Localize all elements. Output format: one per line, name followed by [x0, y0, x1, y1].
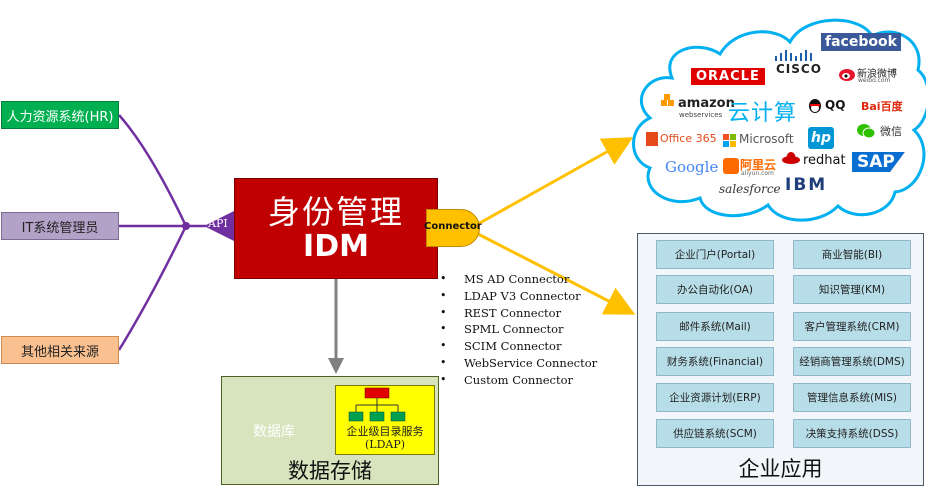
oracle-logo: ORACLE	[691, 68, 765, 85]
apps-title: 企业应用	[738, 457, 823, 481]
connector-item: LDAP V3 Connector	[440, 288, 597, 305]
hr-link-line	[118, 114, 188, 227]
cloud-arrow	[477, 137, 634, 226]
sap-logo: SAP	[852, 152, 905, 172]
microsoft-logo: Microsoft	[739, 132, 794, 146]
cloud-title: 云计算	[728, 101, 798, 126]
connector-item: REST Connector	[440, 305, 597, 322]
app-portal: 企业门户(Portal)	[656, 240, 774, 269]
connector-item: SCIM Connector	[440, 338, 597, 355]
connector-item: MS AD Connector	[440, 271, 597, 288]
app-erp: 企业资源计划(ERP)	[656, 383, 774, 412]
app-crm: 客户管理系统(CRM)	[793, 312, 911, 341]
app-bi: 商业智能(BI)	[793, 240, 911, 269]
app-financial: 财务系统(Financial)	[656, 347, 774, 376]
idm-title: 身份管理	[267, 193, 404, 231]
other-link-line	[117, 225, 188, 351]
app-mis: 管理信息系统(MIS)	[793, 383, 911, 412]
ibm-logo: IBM	[785, 175, 828, 195]
weibo-icon	[838, 66, 856, 82]
aliyun-icon	[723, 158, 739, 174]
connector-item: WebService Connector	[440, 355, 597, 372]
app-oa: 办公自动化(OA)	[656, 275, 774, 304]
app-scm: 供应链系统(SCM)	[656, 419, 774, 448]
qq-penguin-icon	[806, 96, 824, 114]
baidu-logo: Bai百度	[861, 100, 903, 113]
microsoft-icon	[723, 133, 737, 147]
database-label: 数据库	[253, 424, 295, 440]
idm-core-box: 身份管理 IDM	[234, 178, 438, 279]
aliyun-logo: 阿里云	[740, 158, 777, 172]
amazon-logo: amazon	[678, 96, 735, 111]
ldap-label-line2: (LDAP)	[364, 438, 406, 451]
wechat-logo: 微信	[880, 125, 902, 138]
api-label: API	[208, 217, 228, 230]
weibo-logo: 新浪微博	[857, 69, 897, 80]
office365-logo: Office 365	[660, 132, 717, 145]
connector-tab	[426, 209, 480, 247]
facebook-logo: facebook	[821, 33, 901, 51]
salesforce-logo: salesforce	[719, 182, 781, 196]
storage-title: 数据存储	[288, 459, 372, 483]
amazon-cubes-icon	[660, 94, 676, 110]
app-km: 知识管理(KM)	[793, 275, 911, 304]
redhat-icon	[781, 150, 801, 166]
connector-label: Connector	[424, 221, 482, 232]
google-logo: Google	[665, 158, 719, 176]
office-icon	[646, 132, 658, 146]
app-mail: 邮件系统(Mail)	[656, 312, 774, 341]
hp-logo: hp	[808, 127, 834, 149]
source-hr: 人力资源系统(HR)	[1, 101, 119, 129]
storage-arrow-head	[328, 358, 344, 374]
source-it-admin: IT系统管理员	[1, 212, 119, 240]
amazon-sub: webservices	[679, 111, 723, 119]
qq-logo: QQ	[825, 98, 846, 112]
connector-item: Custom Connector	[440, 372, 597, 389]
weibo-sub: weibo.com	[858, 77, 891, 84]
cisco-logo: CISCO	[776, 62, 822, 76]
ldap-label: 企业级目录服务 (LDAP)	[335, 425, 435, 451]
source-other: 其他相关来源	[1, 336, 119, 364]
app-dss: 决策支持系统(DSS)	[793, 419, 911, 448]
enterprise-apps-panel: 企业门户(Portal) 商业智能(BI) 办公自动化(OA) 知识管理(KM)…	[637, 233, 924, 486]
aliyun-sub: aliyun.com	[741, 170, 774, 177]
api-tab	[204, 211, 234, 241]
wechat-icon	[856, 123, 876, 139]
connector-list: MS AD Connector LDAP V3 Connector REST C…	[440, 271, 597, 389]
cisco-bars-icon	[773, 48, 817, 62]
redhat-logo: redhat	[803, 153, 846, 168]
idm-subtitle: IDM	[303, 229, 369, 264]
connector-item: SPML Connector	[440, 321, 597, 338]
ldap-label-line1: 企业级目录服务	[346, 425, 424, 438]
app-dms: 经销商管理系统(DMS)	[793, 347, 911, 376]
